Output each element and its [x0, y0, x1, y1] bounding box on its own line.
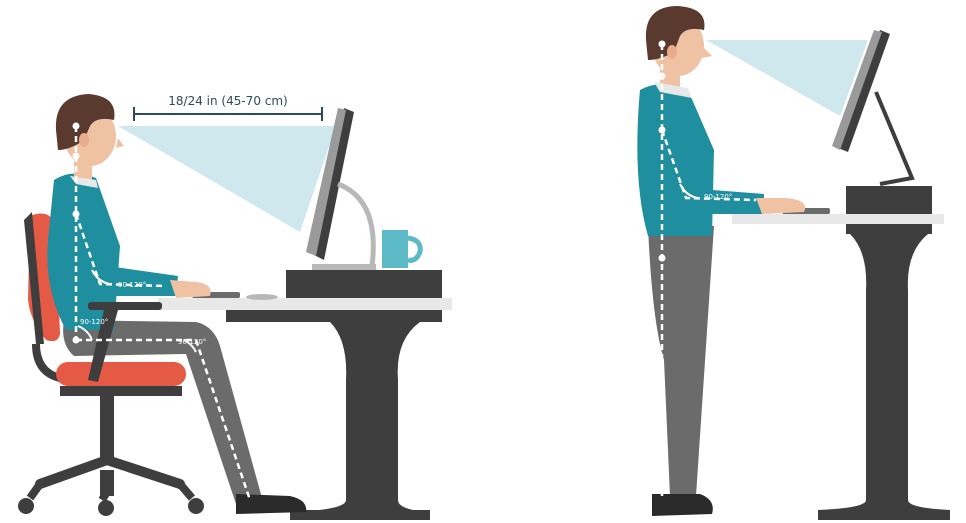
seated-sightline	[118, 126, 336, 232]
standing-desk	[732, 214, 950, 520]
mug	[382, 230, 420, 268]
seated-knee-angle-label: 90-120°	[178, 338, 206, 346]
seated-mouse	[246, 294, 278, 300]
seated-elbow-angle-label: 90-120°	[118, 281, 146, 289]
standing-scene: 90-120°	[637, 6, 950, 520]
viewing-distance-label: 18/24 in (45-70 cm)	[168, 94, 287, 108]
standing-elbow-angle-label: 90-120°	[704, 193, 732, 201]
standing-sightline	[706, 40, 868, 116]
seated-hip-angle-label: 90-120°	[80, 318, 108, 326]
seated-scene: 18/24 in (45-70 cm)	[18, 94, 452, 520]
viewing-distance-dimension: 18/24 in (45-70 cm)	[134, 94, 322, 121]
